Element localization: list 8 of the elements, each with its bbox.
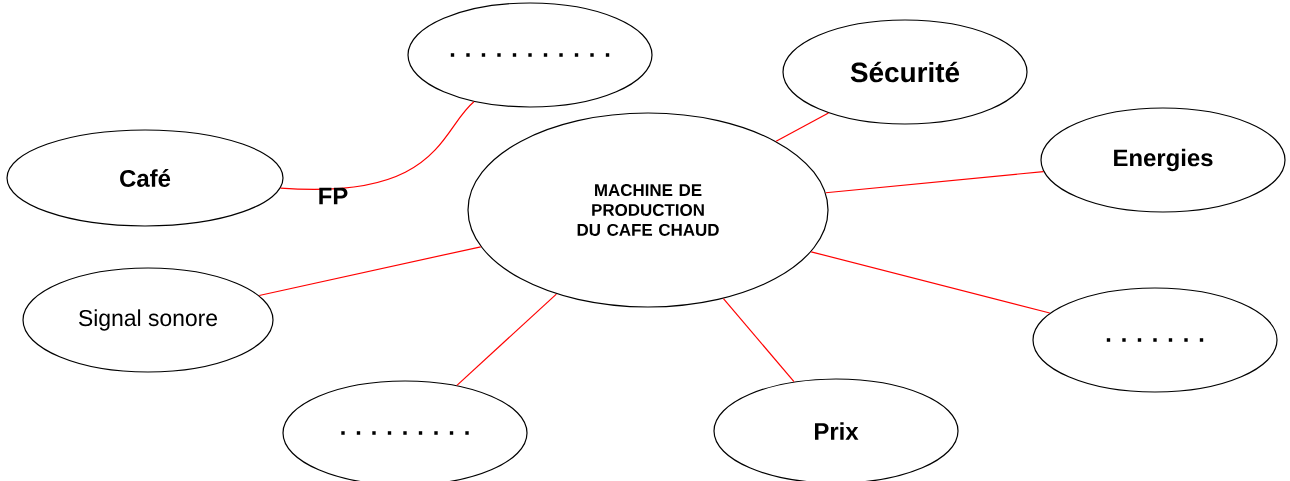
connector-line [722,298,795,383]
connector-line [258,246,482,297]
edge-label: FP [319,187,348,205]
connector-line [456,293,557,386]
connector-line [810,251,1051,314]
connector-line [825,171,1045,194]
connector-line [775,112,830,142]
connector-line [279,101,475,191]
